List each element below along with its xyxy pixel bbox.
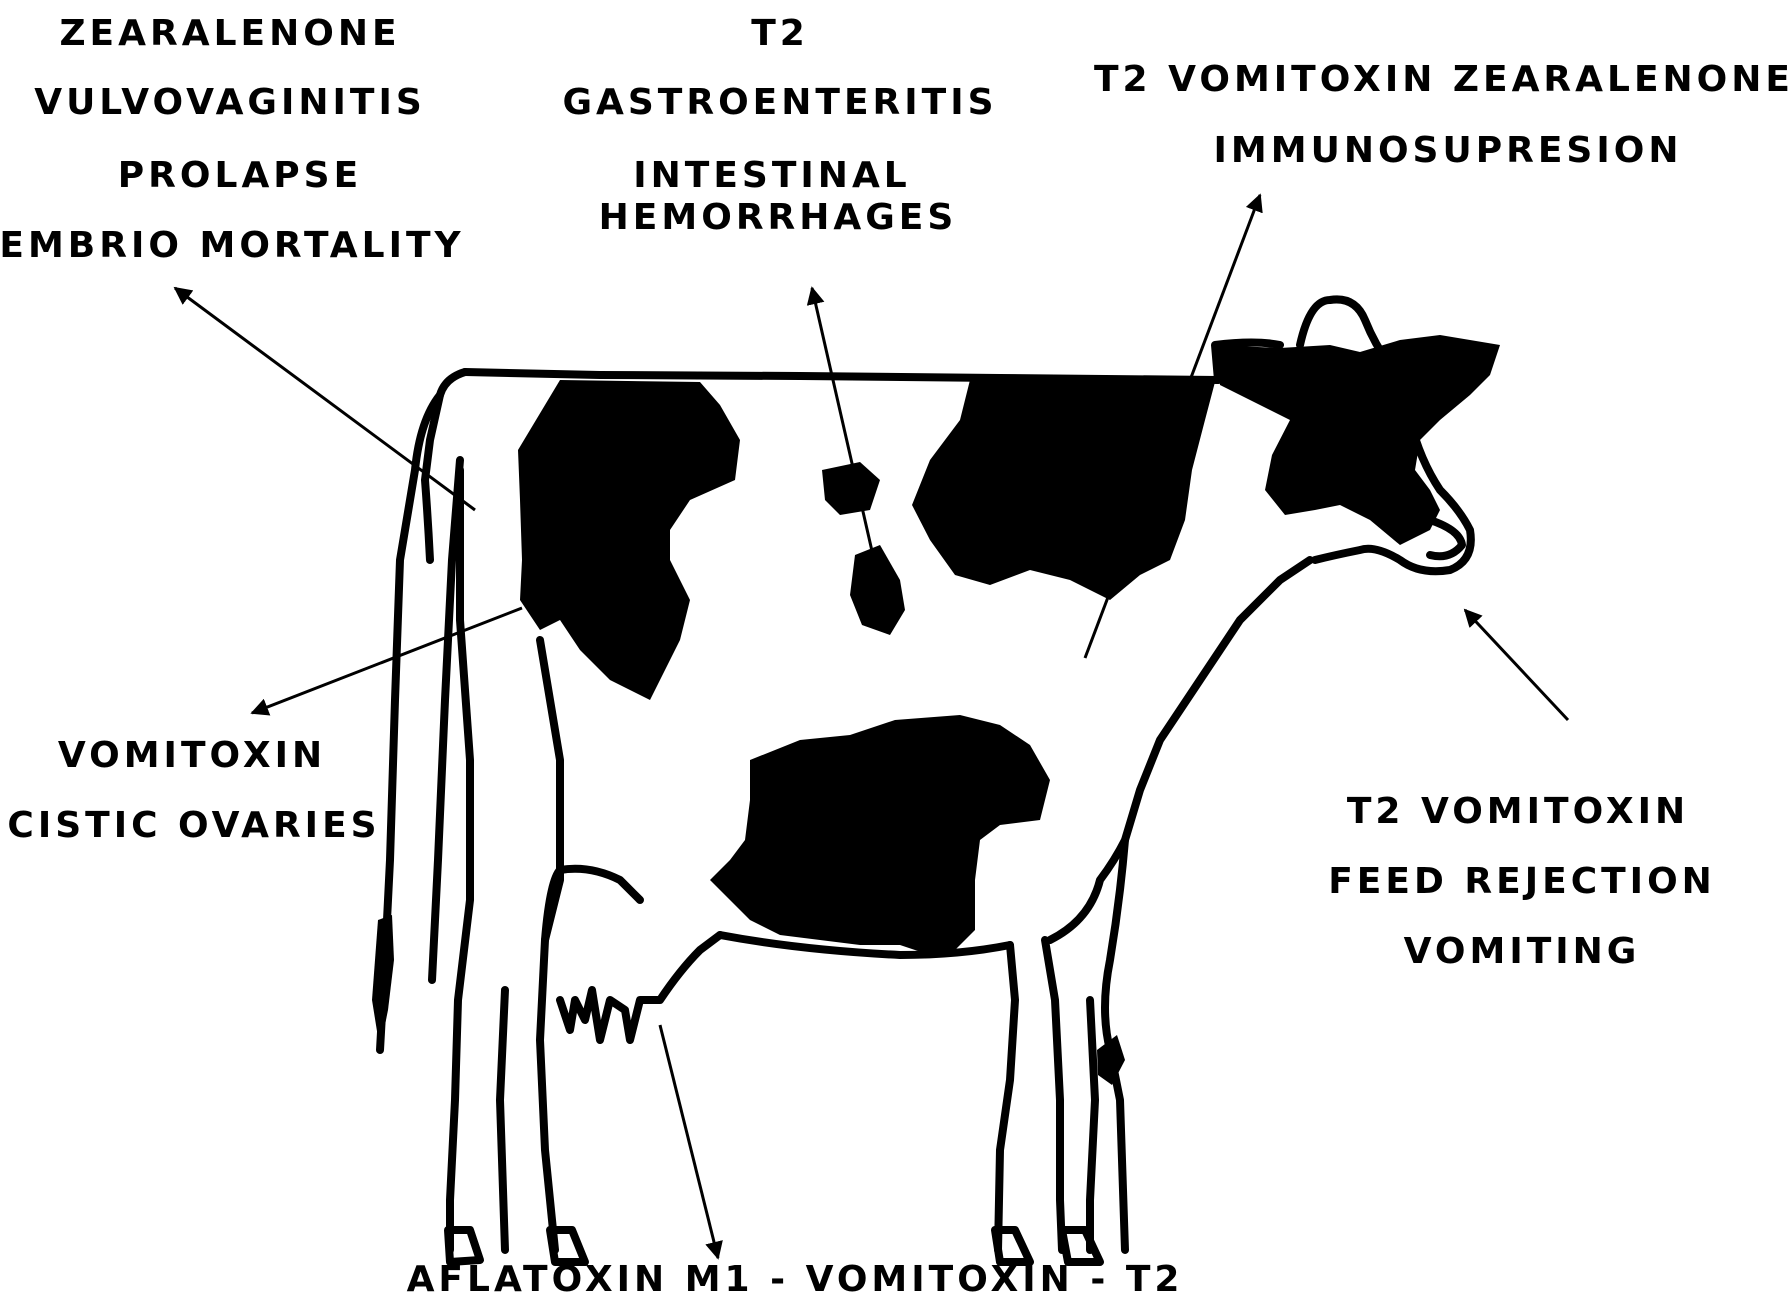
intestinal-toxin-label: T2 (751, 16, 809, 52)
hind-leg-front (540, 640, 560, 1250)
belly-spot (710, 715, 1050, 955)
back-line (465, 372, 1218, 380)
small-spot-upper (822, 462, 880, 515)
arrow-feeding (1465, 610, 1568, 720)
arrow-intestinal (812, 288, 890, 630)
front-leg-far (1090, 1000, 1095, 1250)
immune-toxins-label: T2 VOMITOXIN ZEARALENONE (1094, 62, 1792, 98)
hind-leg-inner (500, 990, 505, 1250)
front-leg-back (998, 945, 1015, 1250)
immune-effect-immunosuppression: IMMUNOSUPRESION (1214, 133, 1683, 169)
tail-inner (432, 460, 460, 980)
reproductive-effect-vulvovaginitis: VULVOVAGINITIS (34, 85, 426, 121)
arrow-reproductive (175, 288, 475, 510)
reproductive-toxin-label: ZEARALENONE (59, 16, 400, 52)
shoulder-spot (912, 380, 1215, 600)
hoof-front-2 (1062, 1230, 1100, 1262)
arrow-milk (660, 1025, 718, 1258)
chest-line (1050, 560, 1310, 940)
intestinal-effect-gastroenteritis: GASTROENTERITIS (562, 85, 997, 121)
milk-toxins-label: AFLATOXIN M1 - VOMITOXIN - T2 (407, 1262, 1184, 1298)
reproductive-effect-embryo-mortality: EMBRIO MORTALITY (0, 228, 465, 264)
udder-bottom (560, 935, 720, 1040)
ovaries-toxin-label: VOMITOXIN (58, 738, 326, 774)
intestinal-effect-intestinal: INTESTINAL (633, 158, 910, 194)
ovaries-effect-cystic-ovaries: CISTIC OVARIES (7, 808, 380, 844)
arrow-ovaries (252, 608, 522, 713)
small-spot-lower (850, 545, 905, 635)
reproductive-effect-prolapse: PROLAPSE (118, 158, 362, 194)
feeding-effect-feed-rejection: FEED REJECTION (1328, 864, 1716, 900)
muzzle (1430, 520, 1462, 556)
front-leg-front (1045, 940, 1062, 1250)
feeding-effect-vomiting: VOMITING (1404, 934, 1641, 970)
feeding-toxins-label: T2 VOMITOXIN (1347, 794, 1689, 830)
rump-spot (518, 380, 740, 700)
intestinal-effect-hemorrhages: HEMORRHAGES (599, 200, 958, 236)
